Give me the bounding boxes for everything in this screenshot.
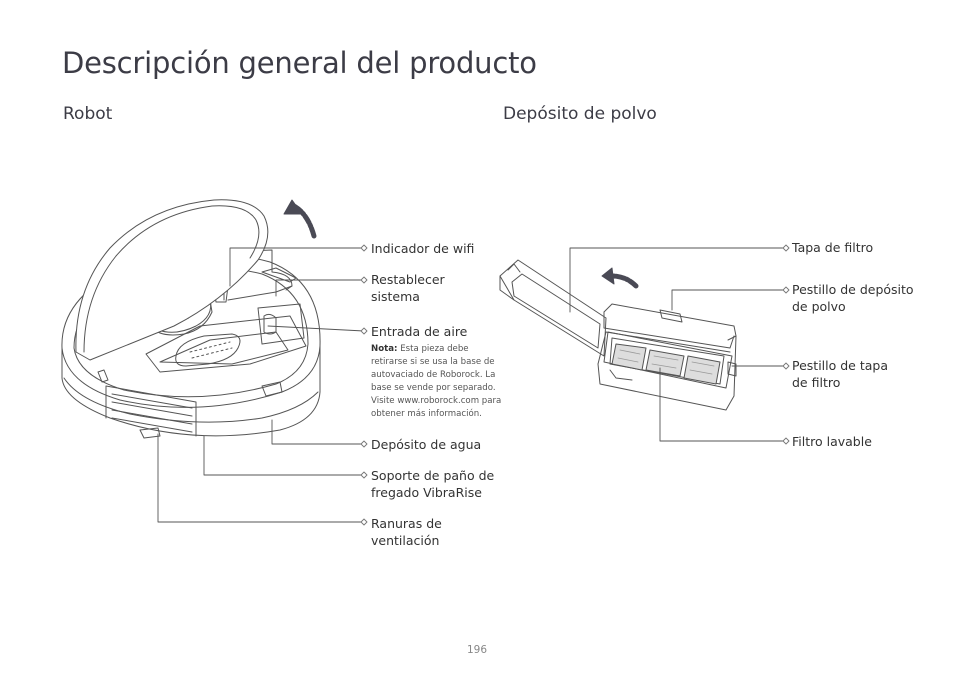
open-lid-arrow-icon — [283, 199, 317, 239]
label-cover-latch-line2: de filtro — [792, 375, 841, 390]
page-title: Descripción general del producto — [62, 46, 537, 80]
note-line: autovaciado de Roborock. La — [371, 370, 496, 380]
label-bin-latch-line2: de polvo — [792, 299, 846, 314]
label-washable-filter: Filtro lavable — [792, 434, 872, 449]
note-line: base se vende por separado. — [371, 383, 496, 393]
label-vents-line1: Ranuras de — [371, 516, 442, 531]
page-number: 196 — [466, 644, 488, 656]
robot-illustration — [61, 199, 321, 439]
section-title-dustbin: Depósito de polvo — [503, 104, 657, 124]
note-line: Nota: Esta pieza debe — [371, 343, 521, 356]
open-cover-arrow-icon — [601, 267, 639, 289]
leader-markers — [360, 244, 790, 526]
label-vents-line2: ventilación — [371, 533, 440, 548]
leader-lines — [157, 247, 787, 523]
label-air-inlet: Entrada de aire — [371, 324, 468, 339]
label-reset-line2: sistema — [371, 289, 420, 304]
note-air-inlet: Nota: Esta pieza debe retirarse si se us… — [371, 343, 521, 421]
label-mop-line1: Soporte de paño de — [371, 468, 495, 483]
label-cover-latch-line1: Pestillo de tapa — [792, 358, 888, 373]
note-line: Visite www.roborock.com para — [371, 396, 502, 406]
note-line: retirarse si se usa la base de — [371, 357, 495, 367]
label-bin-latch: Pestillo de depósito de polvo — [792, 281, 914, 315]
label-water-tank: Depósito de agua — [371, 437, 482, 452]
label-reset-line1: Restablecer — [371, 272, 445, 287]
dustbin-illustration — [499, 259, 737, 411]
label-reset-system: Restablecer sistema — [371, 271, 445, 305]
label-filter-cover: Tapa de filtro — [792, 240, 874, 255]
label-vents: Ranuras de ventilación — [371, 515, 442, 549]
label-wifi-indicator: Indicador de wifi — [371, 241, 475, 256]
label-cover-latch: Pestillo de tapa de filtro — [792, 357, 888, 391]
section-title-robot: Robot — [63, 104, 113, 124]
note-text: Esta pieza debe — [400, 344, 469, 354]
note-prefix: Nota: — [371, 344, 398, 354]
label-mop-bracket: Soporte de paño de fregado VibraRise — [371, 467, 494, 501]
label-mop-line2: fregado VibraRise — [371, 485, 482, 500]
note-line: obtener más información. — [371, 409, 482, 419]
label-bin-latch-line1: Pestillo de depósito — [792, 282, 914, 297]
